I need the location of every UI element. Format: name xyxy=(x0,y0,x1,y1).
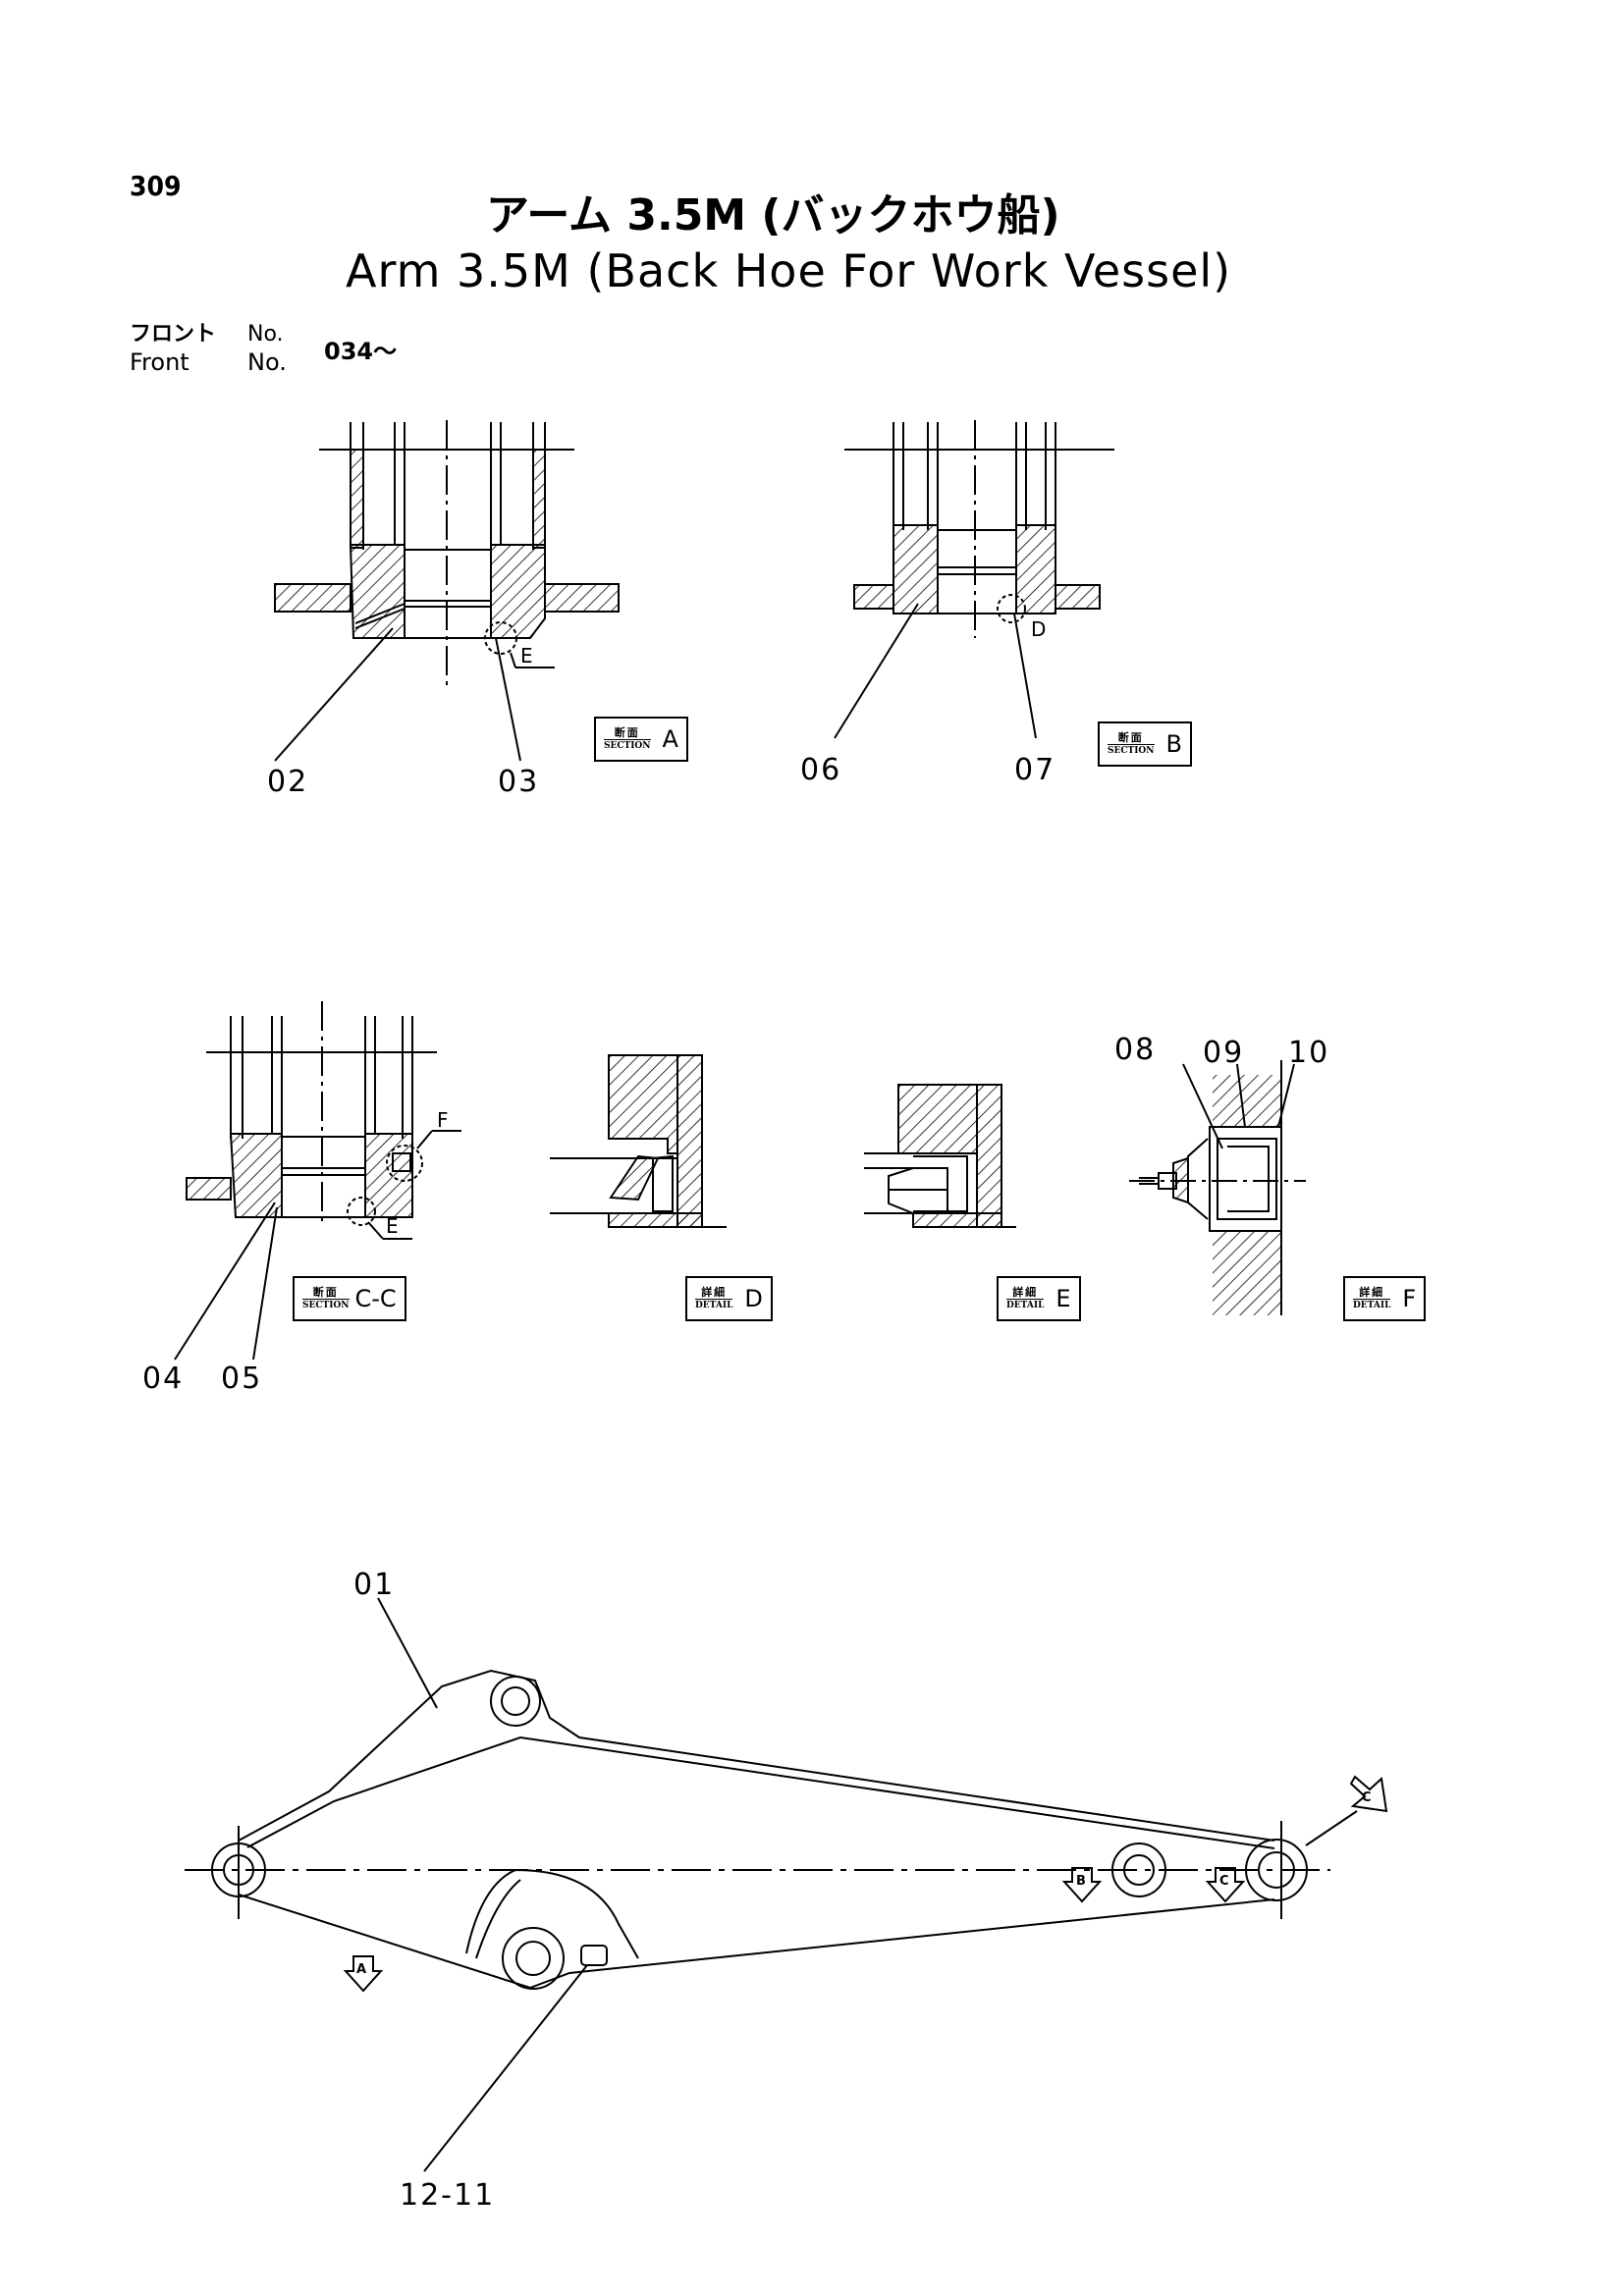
front-no-label-no-1: No. xyxy=(247,322,284,347)
front-no-label-english: Front xyxy=(130,348,189,376)
callout-06: 06 xyxy=(800,753,842,787)
label-detail-d-en: DETAIL xyxy=(695,1298,733,1310)
label-section-cc-jp: 断面 xyxy=(312,1285,339,1299)
label-detail-d-jp: 詳細 xyxy=(701,1285,728,1299)
arrow-label-b: B xyxy=(1076,1874,1086,1889)
arrow-label-c-lower: C xyxy=(1219,1874,1229,1889)
label-section-a-jp: 断面 xyxy=(614,725,640,739)
section-cc-drawing xyxy=(174,1001,461,1361)
label-detail-e-letter: E xyxy=(1055,1285,1071,1312)
label-section-cc-en: SECTION xyxy=(302,1298,350,1310)
section-arrow-c-upper xyxy=(1349,1775,1388,1813)
label-detail-f-letter: F xyxy=(1402,1285,1417,1312)
detail-e-drawing xyxy=(864,1084,1016,1228)
section-a-drawing xyxy=(274,420,620,762)
detail-d-drawing xyxy=(550,1054,727,1228)
arrow-label-c-upper: C xyxy=(1362,1790,1372,1805)
detail-f-drawing xyxy=(1129,1060,1306,1315)
label-section-cc-letter: C-C xyxy=(354,1285,397,1312)
label-detail-d-letter: D xyxy=(744,1285,763,1312)
page-title-japanese: アーム 3.5M (バックホウ船) xyxy=(486,190,1060,240)
circle-ref-f-section-cc: F xyxy=(437,1108,449,1132)
page-number: 309 xyxy=(130,170,182,202)
section-arrow-b xyxy=(1061,1867,1103,1903)
callout-12-11: 12-11 xyxy=(400,2178,496,2213)
callout-07: 07 xyxy=(1014,753,1056,787)
front-no-label-japanese: フロント xyxy=(130,322,217,347)
section-b-drawing xyxy=(834,420,1114,739)
front-no-value: 034～ xyxy=(324,338,398,365)
circle-ref-e-section-a: E xyxy=(520,644,533,667)
label-section-b-letter: B xyxy=(1165,730,1182,758)
callout-09: 09 xyxy=(1203,1036,1245,1070)
label-detail-e-jp: 詳細 xyxy=(1012,1285,1039,1299)
label-section-b-jp: 断面 xyxy=(1117,730,1144,744)
section-arrow-a xyxy=(343,1955,384,1993)
callout-01: 01 xyxy=(353,1568,396,1602)
label-detail-f-en: DETAIL xyxy=(1353,1298,1391,1310)
callout-10: 10 xyxy=(1288,1036,1330,1070)
callout-03: 03 xyxy=(498,765,540,799)
label-detail-f-jp: 詳細 xyxy=(1359,1285,1385,1299)
section-arrow-c-lower xyxy=(1205,1867,1246,1903)
arm-main-view xyxy=(185,1597,1358,2172)
label-section-a-en: SECTION xyxy=(604,738,651,751)
callout-02: 02 xyxy=(267,765,309,799)
callout-08: 08 xyxy=(1114,1033,1157,1067)
callout-04: 04 xyxy=(142,1362,185,1396)
callout-05: 05 xyxy=(221,1362,263,1396)
circle-ref-e-section-cc: E xyxy=(386,1214,399,1238)
label-section-b-en: SECTION xyxy=(1108,743,1155,756)
arrow-label-a: A xyxy=(356,1962,366,1977)
circle-ref-d-section-b: D xyxy=(1031,617,1046,641)
page-title-english: Arm 3.5M (Back Hoe For Work Vessel) xyxy=(346,244,1232,297)
label-detail-e-en: DETAIL xyxy=(1006,1298,1045,1310)
front-no-label-no-2: No. xyxy=(247,348,287,376)
label-section-a-letter: A xyxy=(662,725,678,753)
